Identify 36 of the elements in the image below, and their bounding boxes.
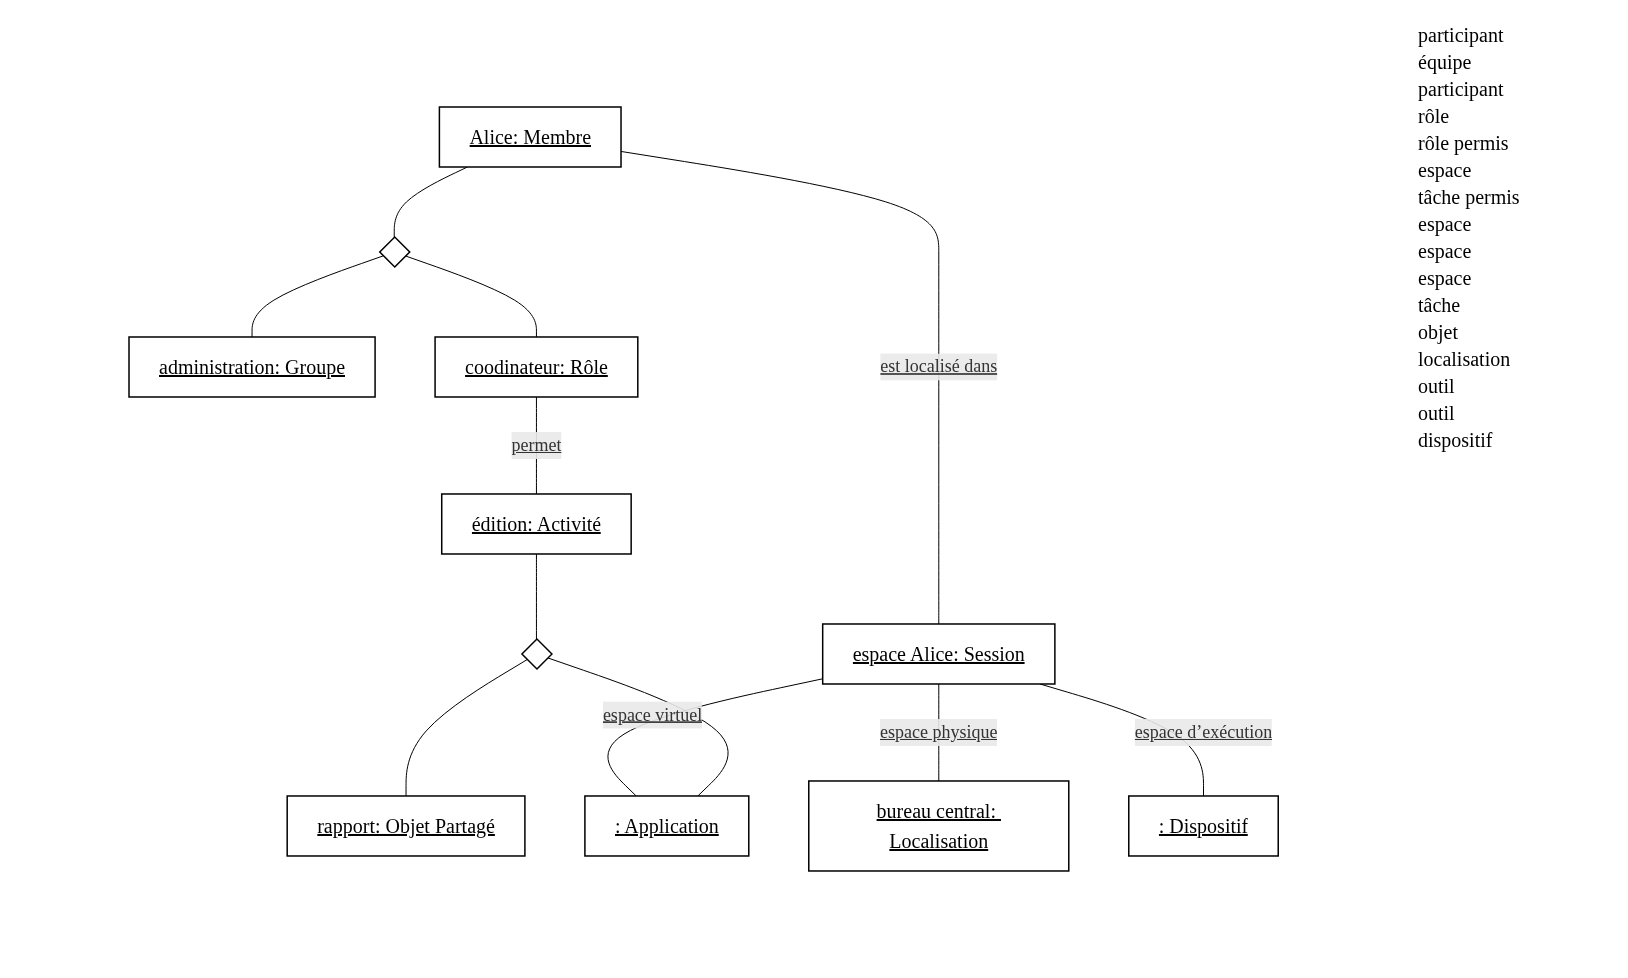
role-label: participant — [1418, 78, 1505, 101]
node-diamond — [379, 235, 412, 269]
role-label: espace — [1418, 240, 1473, 263]
node-box: coodinateur: Rôle — [434, 336, 639, 398]
edge-label: espace virtuel — [603, 704, 703, 725]
edge-label: espace d’exécution — [1135, 721, 1273, 742]
node-box: espace Alice: Session — [822, 623, 1056, 685]
node-box: édition: Activité — [441, 493, 633, 555]
node-box: Alice: Membre — [439, 106, 623, 168]
edge-label: permet — [511, 434, 562, 455]
role-label: équipe — [1418, 51, 1473, 74]
role-label: espace — [1418, 213, 1473, 236]
connector — [405, 659, 528, 797]
edge-label: est localisé dans — [880, 356, 998, 377]
role-label: objet — [1418, 321, 1459, 344]
connector — [405, 255, 538, 338]
role-label: localisation — [1418, 348, 1512, 371]
role-label: rôle — [1418, 105, 1451, 128]
role-label: participant — [1418, 24, 1505, 47]
node-box: : Application — [584, 795, 750, 857]
role-label: espace — [1418, 159, 1473, 182]
role-label: rôle permis — [1418, 132, 1510, 155]
role-label: outil — [1418, 375, 1456, 398]
node-box: bureau central: Localisation — [808, 780, 1070, 872]
node-box: administration: Groupe — [128, 336, 377, 398]
edge-label: espace physique — [880, 721, 998, 742]
role-label: dispositif — [1418, 429, 1494, 452]
role-label: tâche — [1418, 294, 1462, 317]
role-label: tâche permis — [1418, 186, 1521, 209]
role-label: outil — [1418, 402, 1456, 425]
role-label: espace — [1418, 267, 1473, 290]
node-box: : Dispositif — [1128, 795, 1280, 857]
connector — [536, 553, 538, 640]
node-box: rapport: Objet Partagé — [286, 795, 527, 857]
connector — [251, 255, 384, 338]
node-diamond — [521, 637, 554, 671]
